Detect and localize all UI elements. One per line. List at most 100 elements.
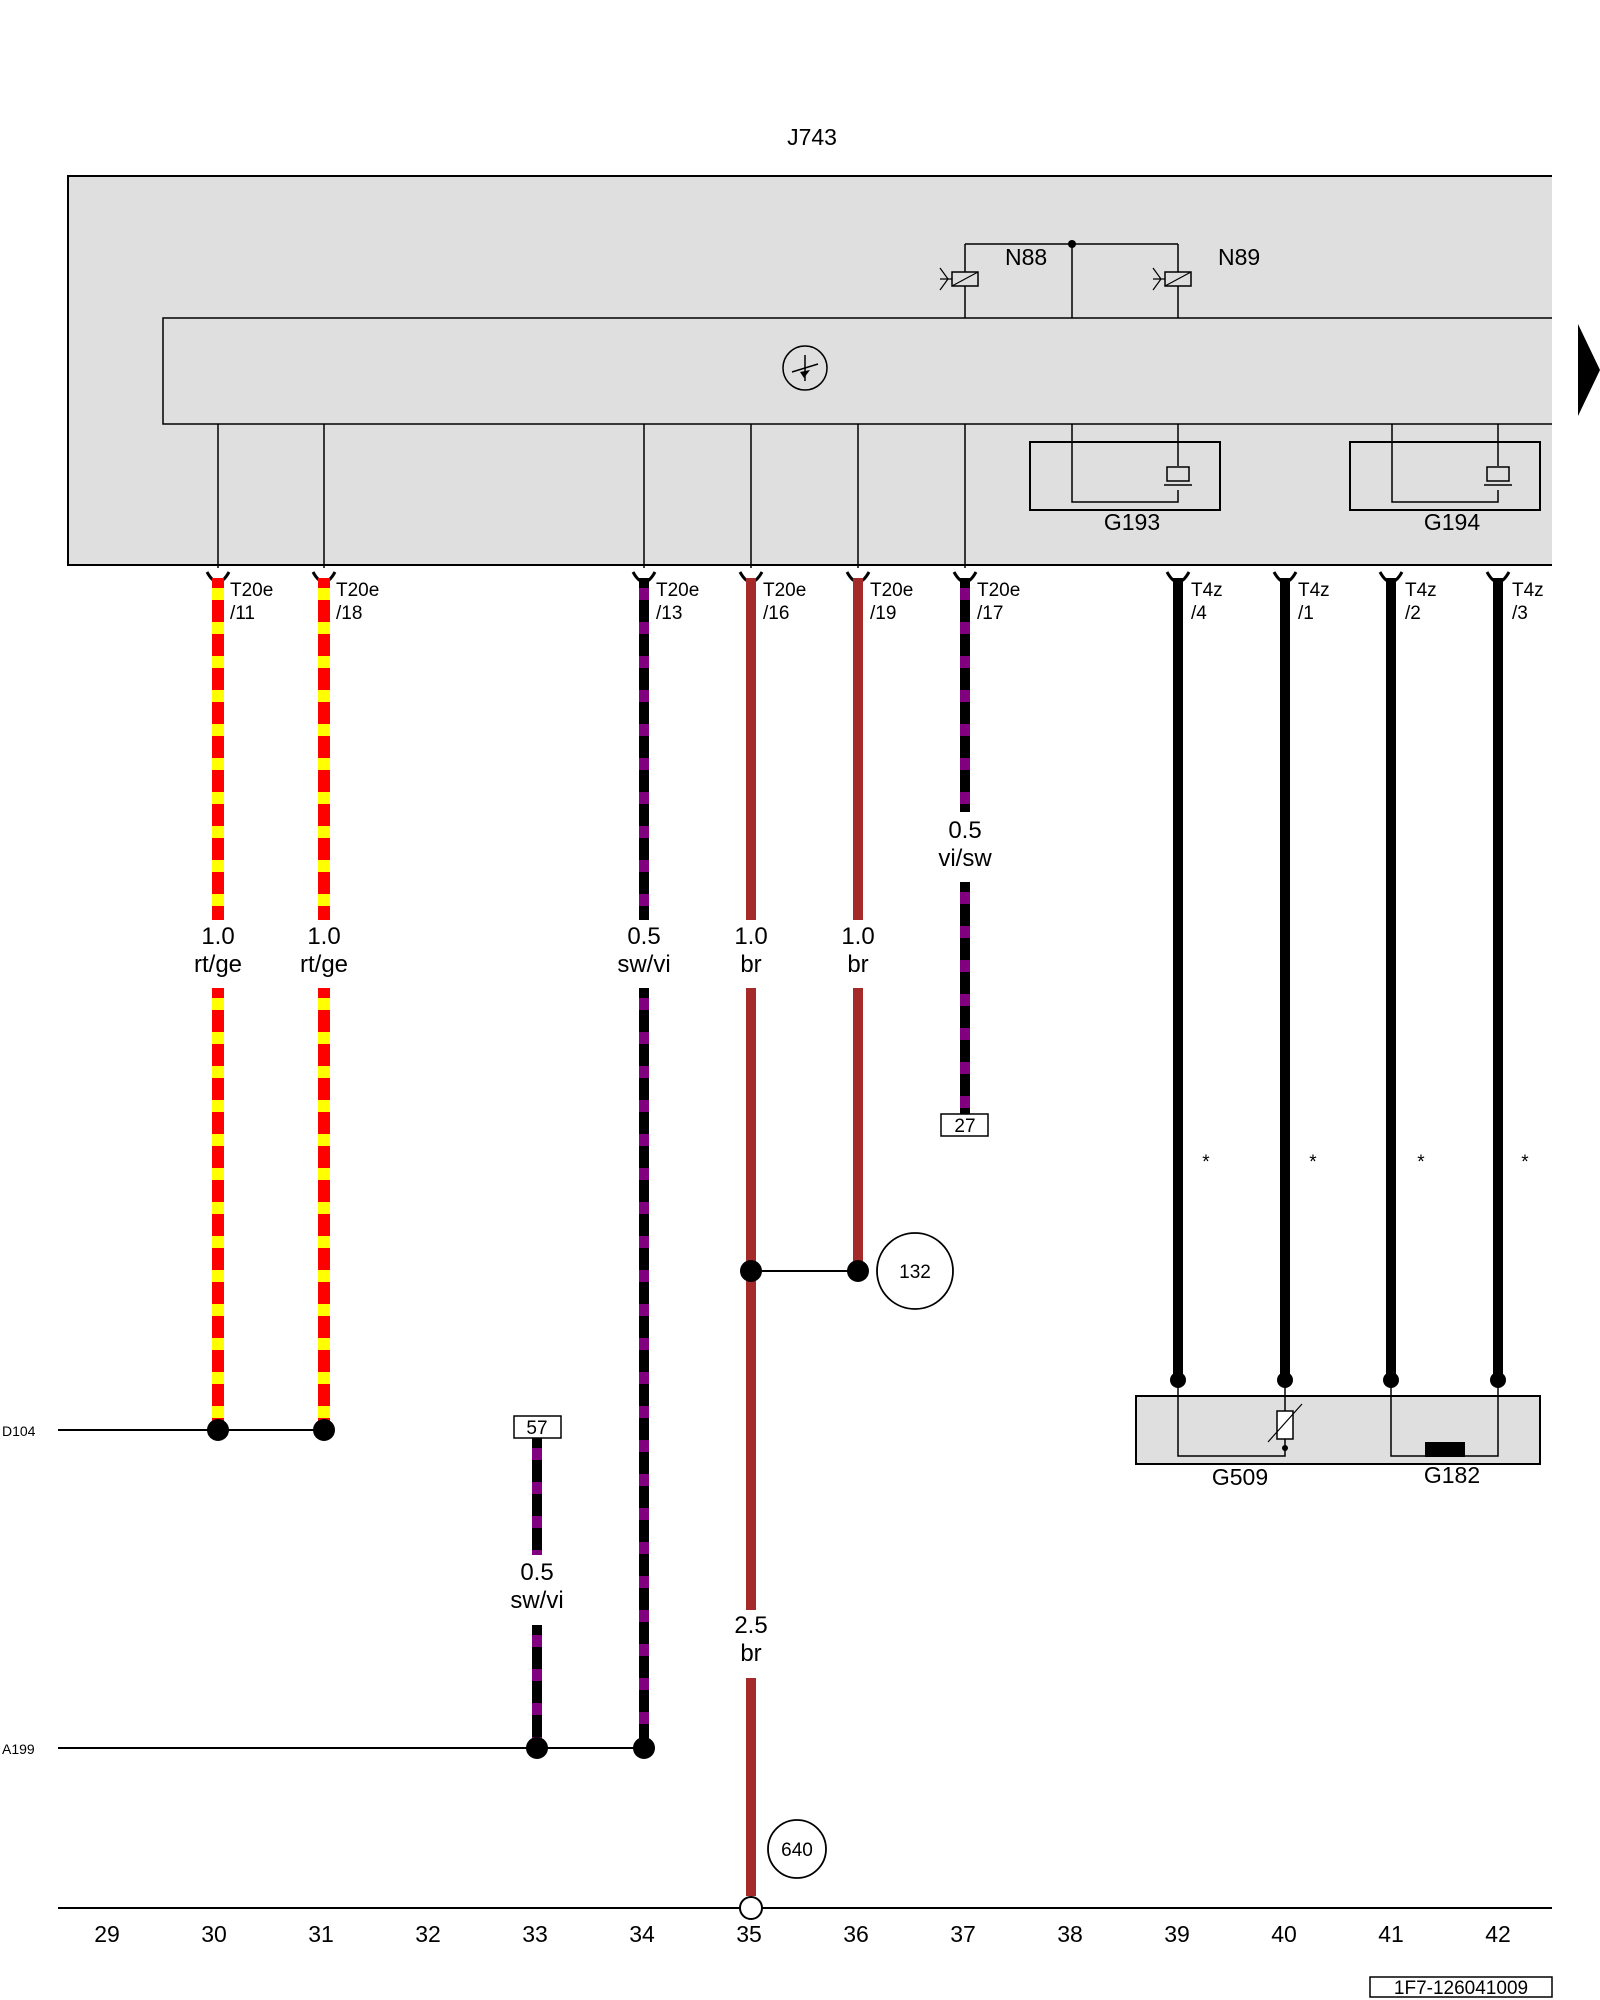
svg-text:*: *	[1417, 1152, 1425, 1173]
junction-dot-7	[1277, 1372, 1293, 1388]
wire-33-size: 0.5	[520, 1559, 553, 1586]
grid-number: 37	[950, 1921, 976, 1947]
wire-35b-size: 2.5	[734, 1612, 767, 1639]
svg-text:640: 640	[781, 1840, 813, 1861]
junction-dot-2	[526, 1737, 548, 1759]
pin-t4z-1: T4z /1	[1298, 580, 1330, 624]
pin-t4z-3: T4z /3	[1512, 580, 1544, 624]
svg-text:/2: /2	[1405, 603, 1421, 624]
pin-t20e-11: T20e /11	[230, 580, 273, 624]
wire-labels: 1.0 rt/ge 1.0 rt/ge 0.5 sw/vi 1.0 br 1.0…	[194, 817, 992, 1667]
grid-number: 42	[1485, 1921, 1511, 1947]
n88-label: N88	[1005, 244, 1047, 270]
junction-dot-3	[633, 1737, 655, 1759]
svg-text:T20e: T20e	[656, 580, 699, 601]
wire-30-color: rt/ge	[194, 951, 242, 978]
grid-number: 31	[308, 1921, 334, 1947]
junction-dot-5	[847, 1260, 869, 1282]
svg-text:T4z: T4z	[1191, 580, 1223, 601]
svg-text:27: 27	[954, 1116, 975, 1137]
svg-text:T4z: T4z	[1298, 580, 1330, 601]
grid-number: 30	[201, 1921, 227, 1947]
junction-dot-1	[313, 1419, 335, 1441]
a199-label: A199	[2, 1741, 35, 1757]
wires	[212, 578, 1503, 1896]
wire-34-color: sw/vi	[617, 951, 670, 978]
svg-text:/3: /3	[1512, 603, 1528, 624]
svg-text:/18: /18	[336, 603, 362, 624]
control-unit-inner-box	[162, 317, 1552, 425]
ref-box-57: 57	[513, 1415, 562, 1439]
grid-number: 36	[843, 1921, 869, 1947]
g194-sensor	[1349, 424, 1541, 511]
connector-pins: T20e /11 T20e /18 T20e /13 T20e /16 T20e…	[230, 580, 1544, 624]
svg-text:/1: /1	[1298, 603, 1314, 624]
svg-text:57: 57	[526, 1418, 547, 1439]
svg-text:T4z: T4z	[1512, 580, 1544, 601]
junction-dot-4	[740, 1260, 762, 1282]
wire-33-color: sw/vi	[510, 1587, 563, 1614]
junction-dot-6	[1170, 1372, 1186, 1388]
g193-sensor	[1029, 424, 1221, 511]
svg-text:/13: /13	[656, 603, 682, 624]
n89-label: N89	[1218, 244, 1260, 270]
grid-number: 34	[629, 1921, 655, 1947]
thermistor-icon	[1276, 1410, 1294, 1440]
svg-text:*: *	[1309, 1152, 1317, 1173]
wire-37-size: 0.5	[948, 817, 981, 844]
internal-leads	[217, 424, 966, 568]
wire-36-size: 1.0	[841, 923, 874, 950]
ref-box-27: 27	[940, 1113, 989, 1137]
pin-t20e-18: T20e /18	[336, 580, 379, 624]
grid-number: 32	[415, 1921, 441, 1947]
pin-t20e-16: T20e /16	[763, 580, 806, 624]
wire-31-size: 1.0	[307, 923, 340, 950]
wire-31-color: rt/ge	[300, 951, 348, 978]
g194-label: G194	[1424, 509, 1480, 535]
n88-solenoid-valve	[939, 243, 1178, 318]
svg-text:1F7-126041009: 1F7-126041009	[1394, 1978, 1528, 1999]
junctions	[207, 1260, 1506, 1759]
svg-text:T4z: T4z	[1405, 580, 1437, 601]
svg-text:/11: /11	[230, 603, 255, 624]
pin-t4z-4: T4z /4	[1191, 580, 1223, 624]
svg-text:/19: /19	[870, 603, 896, 624]
g182-label: G182	[1424, 1462, 1480, 1488]
wire-37-color: vi/sw	[938, 845, 992, 872]
wire-36-color: br	[847, 951, 868, 978]
pin-t20e-17: T20e /17	[977, 580, 1020, 624]
svg-text:T20e: T20e	[230, 580, 273, 601]
svg-text:/16: /16	[763, 603, 789, 624]
internal-control-symbol-icon	[782, 345, 828, 391]
svg-text:T20e: T20e	[870, 580, 913, 601]
svg-text:/4: /4	[1191, 603, 1207, 624]
svg-text:T20e: T20e	[336, 580, 379, 601]
junction-dot-9	[1490, 1372, 1506, 1388]
wire-35b-color: br	[740, 1640, 761, 1667]
grid-number: 29	[94, 1921, 120, 1947]
grid-number: 35	[736, 1921, 762, 1947]
grid-number: 40	[1271, 1921, 1297, 1947]
svg-text:*: *	[1521, 1152, 1529, 1173]
ref-circle-132: 132	[751, 1232, 954, 1310]
continuation-arrow-icon	[1578, 324, 1600, 416]
pin-t20e-13: T20e /13	[656, 580, 699, 624]
junction-dot-0	[207, 1419, 229, 1441]
g509-g182-sensor	[1135, 1378, 1541, 1465]
module-label: J743	[787, 124, 837, 150]
grid-number: 33	[522, 1921, 548, 1947]
wire-34-size: 0.5	[627, 923, 660, 950]
asterisks: * * * *	[1202, 1152, 1529, 1173]
wire-35a-size: 1.0	[734, 923, 767, 950]
g193-label: G193	[1104, 509, 1160, 535]
grid-number: 41	[1378, 1921, 1404, 1947]
valve-supply-junction	[1068, 240, 1076, 248]
svg-text:/17: /17	[977, 603, 1003, 624]
grid-number: 38	[1057, 1921, 1083, 1947]
pin-t4z-2: T4z /2	[1405, 580, 1437, 624]
ref-circle-640: 640	[767, 1819, 827, 1879]
ground-terminal	[739, 1896, 763, 1920]
svg-text:*: *	[1202, 1152, 1210, 1173]
